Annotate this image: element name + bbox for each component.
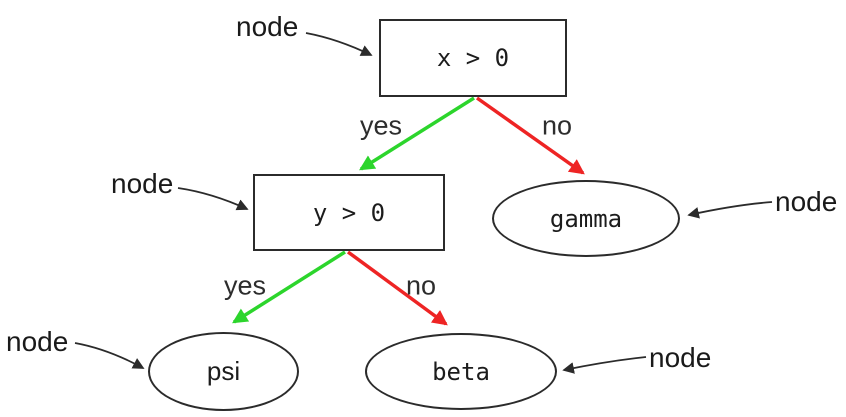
edge-label-yes-2: yes xyxy=(223,270,267,301)
annotation-label-root: node xyxy=(236,11,299,42)
edge-label-yes-1: yes xyxy=(359,110,403,141)
annotation-arrow-root xyxy=(305,32,373,56)
annotation-label-beta: node xyxy=(649,342,712,373)
node-box-root-label: x > 0 xyxy=(436,44,510,72)
node-box-child-label: y > 0 xyxy=(312,198,386,227)
node-box-root: x > 0 xyxy=(379,19,567,97)
node-box-child: y > 0 xyxy=(253,174,445,251)
node-ellipse-gamma: gamma xyxy=(492,180,680,257)
annotation-label-child: node xyxy=(111,168,174,199)
edge-label-no-2: no xyxy=(405,270,437,301)
annotation-label-gamma: node xyxy=(775,186,838,217)
annotation-arrow-child xyxy=(177,187,249,211)
annotation-label-psi: node xyxy=(6,326,69,357)
node-ellipse-psi-label: psi xyxy=(206,356,241,386)
annotation-arrow-psi xyxy=(74,342,145,369)
node-ellipse-gamma-label: gamma xyxy=(549,204,623,233)
annotation-arrow-gamma xyxy=(687,201,773,219)
annotation-arrow-beta xyxy=(562,356,647,374)
node-ellipse-beta-label: beta xyxy=(432,357,490,386)
node-ellipse-psi: psi xyxy=(148,332,299,411)
edge-label-no-1: no xyxy=(541,110,573,141)
node-ellipse-beta: beta xyxy=(365,333,557,410)
